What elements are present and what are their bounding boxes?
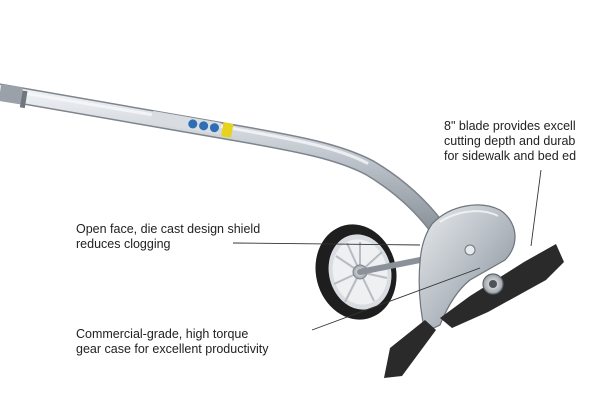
edger-guard <box>418 204 516 333</box>
callout-leaders <box>232 169 542 331</box>
callout-gearcase-features: Commercial-grade, high torque gear case … <box>76 327 268 357</box>
callout-gearcase-line-2: gear case for excellent productivity <box>76 342 269 356</box>
shaft <box>0 83 445 235</box>
leader-gearcase <box>311 267 481 331</box>
callout-gearcase-line-1: Commercial-grade, high torque <box>76 327 249 341</box>
callout-blade-line-2: cutting depth and durab <box>444 134 576 148</box>
callout-shield-features: Open face, die cast design shield reduce… <box>76 222 260 252</box>
leader-shield <box>232 242 421 246</box>
callout-shield-line-2: reduces clogging <box>76 237 171 251</box>
leader-blade <box>530 169 542 247</box>
callout-blade-features: 8" blade provides excell cutting depth a… <box>444 119 576 164</box>
callout-shield-line-1: Open face, die cast design shield <box>76 222 261 236</box>
edger-blade <box>384 244 564 378</box>
warning-decals <box>150 111 234 138</box>
callout-blade-line-1: 8" blade provides excell <box>444 119 576 133</box>
callout-blade-line-3: for sidewalk and bed ed <box>444 149 577 163</box>
edger-wheel <box>315 224 397 320</box>
